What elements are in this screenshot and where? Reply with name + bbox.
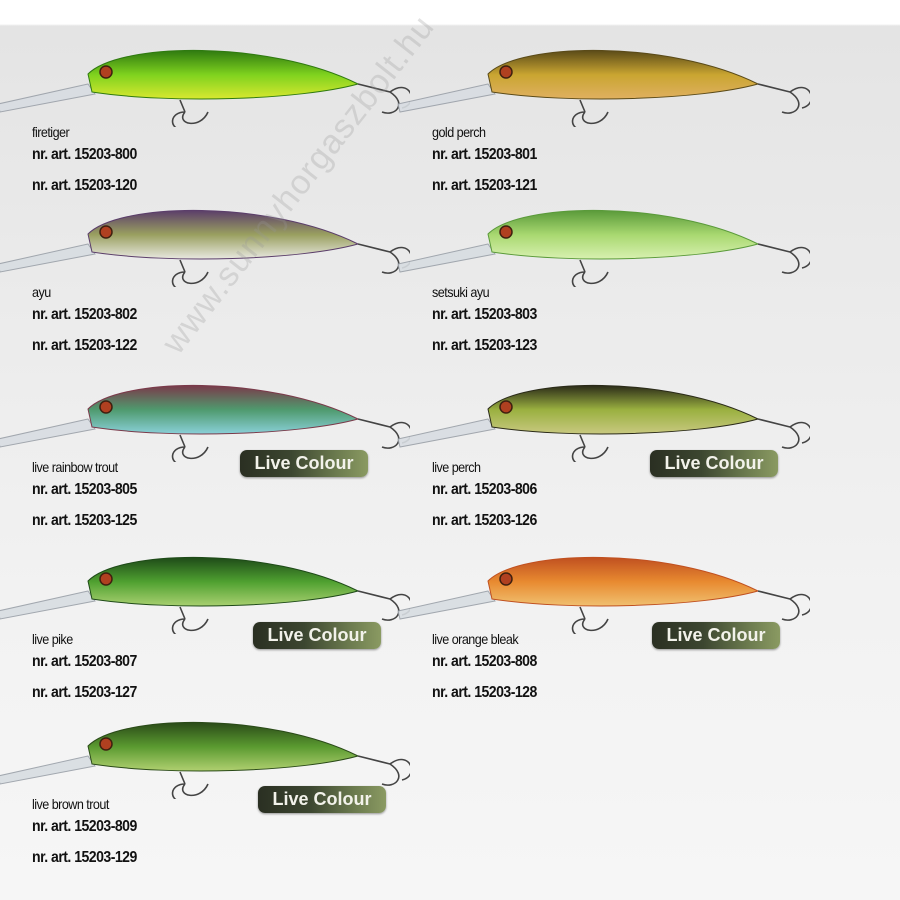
lure-name: firetiger bbox=[32, 124, 70, 140]
article-number: nr. art. 15203-129 bbox=[32, 849, 137, 866]
lure-body bbox=[87, 50, 360, 100]
hook-icon bbox=[171, 590, 410, 634]
lure-eye bbox=[99, 225, 113, 239]
lure-name: live orange bleak bbox=[432, 631, 519, 647]
lure-item[interactable]: setsuki ayu nr. art. 15203-803 nr. art. … bbox=[397, 172, 810, 354]
lure-item[interactable]: live perch nr. art. 15203-806 nr. art. 1… bbox=[397, 347, 810, 529]
lure-item[interactable]: gold perch nr. art. 15203-801 nr. art. 1… bbox=[397, 12, 810, 194]
lure-image bbox=[397, 385, 810, 462]
lure-name: ayu bbox=[32, 284, 51, 300]
lure-image bbox=[397, 50, 810, 127]
lure-name: live perch bbox=[432, 459, 481, 475]
article-number: nr. art. 15203-128 bbox=[432, 684, 537, 701]
article-number: nr. art. 15203-125 bbox=[32, 512, 137, 529]
hook-icon bbox=[171, 755, 410, 799]
lure-name: live pike bbox=[32, 631, 73, 647]
article-number: nr. art. 15203-808 bbox=[432, 653, 537, 670]
lure-eye bbox=[499, 225, 513, 239]
lure-image bbox=[0, 50, 410, 127]
lure-lip bbox=[0, 418, 96, 448]
lure-body bbox=[87, 722, 360, 772]
lure-lip bbox=[0, 243, 96, 273]
live-colour-badge: Live Colour bbox=[258, 786, 386, 813]
hook-icon bbox=[571, 243, 810, 287]
article-number: nr. art. 15203-802 bbox=[32, 306, 137, 323]
lure-image bbox=[397, 557, 810, 634]
lure-lip bbox=[397, 243, 496, 273]
lure-item[interactable]: live rainbow trout nr. art. 15203-805 nr… bbox=[0, 347, 410, 529]
lure-item[interactable]: live orange bleak nr. art. 15203-808 nr.… bbox=[397, 519, 810, 701]
lure-body bbox=[487, 50, 760, 100]
lure-body bbox=[87, 385, 360, 435]
lure-eye bbox=[499, 400, 513, 414]
article-number: nr. art. 15203-806 bbox=[432, 481, 537, 498]
article-number: nr. art. 15203-809 bbox=[32, 818, 137, 835]
article-number: nr. art. 15203-805 bbox=[32, 481, 137, 498]
article-number: nr. art. 15203-120 bbox=[32, 177, 137, 194]
live-colour-badge: Live Colour bbox=[650, 450, 778, 477]
lure-item[interactable]: live brown trout nr. art. 15203-809 nr. … bbox=[0, 684, 410, 866]
lure-image bbox=[0, 722, 410, 799]
article-number: nr. art. 15203-122 bbox=[32, 337, 137, 354]
article-number: nr. art. 15203-807 bbox=[32, 653, 137, 670]
article-number: nr. art. 15203-803 bbox=[432, 306, 537, 323]
lure-body bbox=[487, 557, 760, 607]
article-number: nr. art. 15203-126 bbox=[432, 512, 537, 529]
lure-name: setsuki ayu bbox=[432, 284, 490, 300]
lure-name: live rainbow trout bbox=[32, 459, 118, 475]
lure-image bbox=[0, 385, 410, 462]
lure-image bbox=[0, 210, 410, 287]
hook-icon bbox=[571, 418, 810, 462]
lure-image bbox=[397, 210, 810, 287]
lure-body bbox=[487, 210, 760, 260]
hook-icon bbox=[571, 83, 810, 127]
article-number: nr. art. 15203-127 bbox=[32, 684, 137, 701]
lure-body bbox=[487, 385, 760, 435]
lure-eye bbox=[499, 65, 513, 79]
lure-eye bbox=[99, 65, 113, 79]
lure-image bbox=[0, 557, 410, 634]
live-colour-badge: Live Colour bbox=[652, 622, 780, 649]
lure-lip bbox=[0, 755, 96, 785]
lure-eye bbox=[99, 400, 113, 414]
live-colour-badge: Live Colour bbox=[240, 450, 368, 477]
lure-eye bbox=[99, 572, 113, 586]
article-number: nr. art. 15203-123 bbox=[432, 337, 537, 354]
lure-lip bbox=[0, 590, 96, 620]
lure-lip bbox=[397, 418, 496, 448]
hook-icon bbox=[571, 590, 810, 634]
lure-item[interactable]: live pike nr. art. 15203-807 nr. art. 15… bbox=[0, 519, 410, 701]
lure-lip bbox=[397, 83, 496, 113]
lure-eye bbox=[99, 737, 113, 751]
lure-item[interactable]: firetiger nr. art. 15203-800 nr. art. 15… bbox=[0, 12, 410, 194]
lure-eye bbox=[499, 572, 513, 586]
article-number: nr. art. 15203-121 bbox=[432, 177, 537, 194]
article-number: nr. art. 15203-800 bbox=[32, 146, 137, 163]
article-number: nr. art. 15203-801 bbox=[432, 146, 537, 163]
hook-icon bbox=[171, 243, 410, 287]
lure-lip bbox=[0, 83, 96, 113]
lure-body bbox=[87, 557, 360, 607]
live-colour-badge: Live Colour bbox=[253, 622, 381, 649]
lure-name: gold perch bbox=[432, 124, 486, 140]
lure-lip bbox=[397, 590, 496, 620]
lure-item[interactable]: ayu nr. art. 15203-802 nr. art. 15203-12… bbox=[0, 172, 410, 354]
lure-name: live brown trout bbox=[32, 796, 109, 812]
